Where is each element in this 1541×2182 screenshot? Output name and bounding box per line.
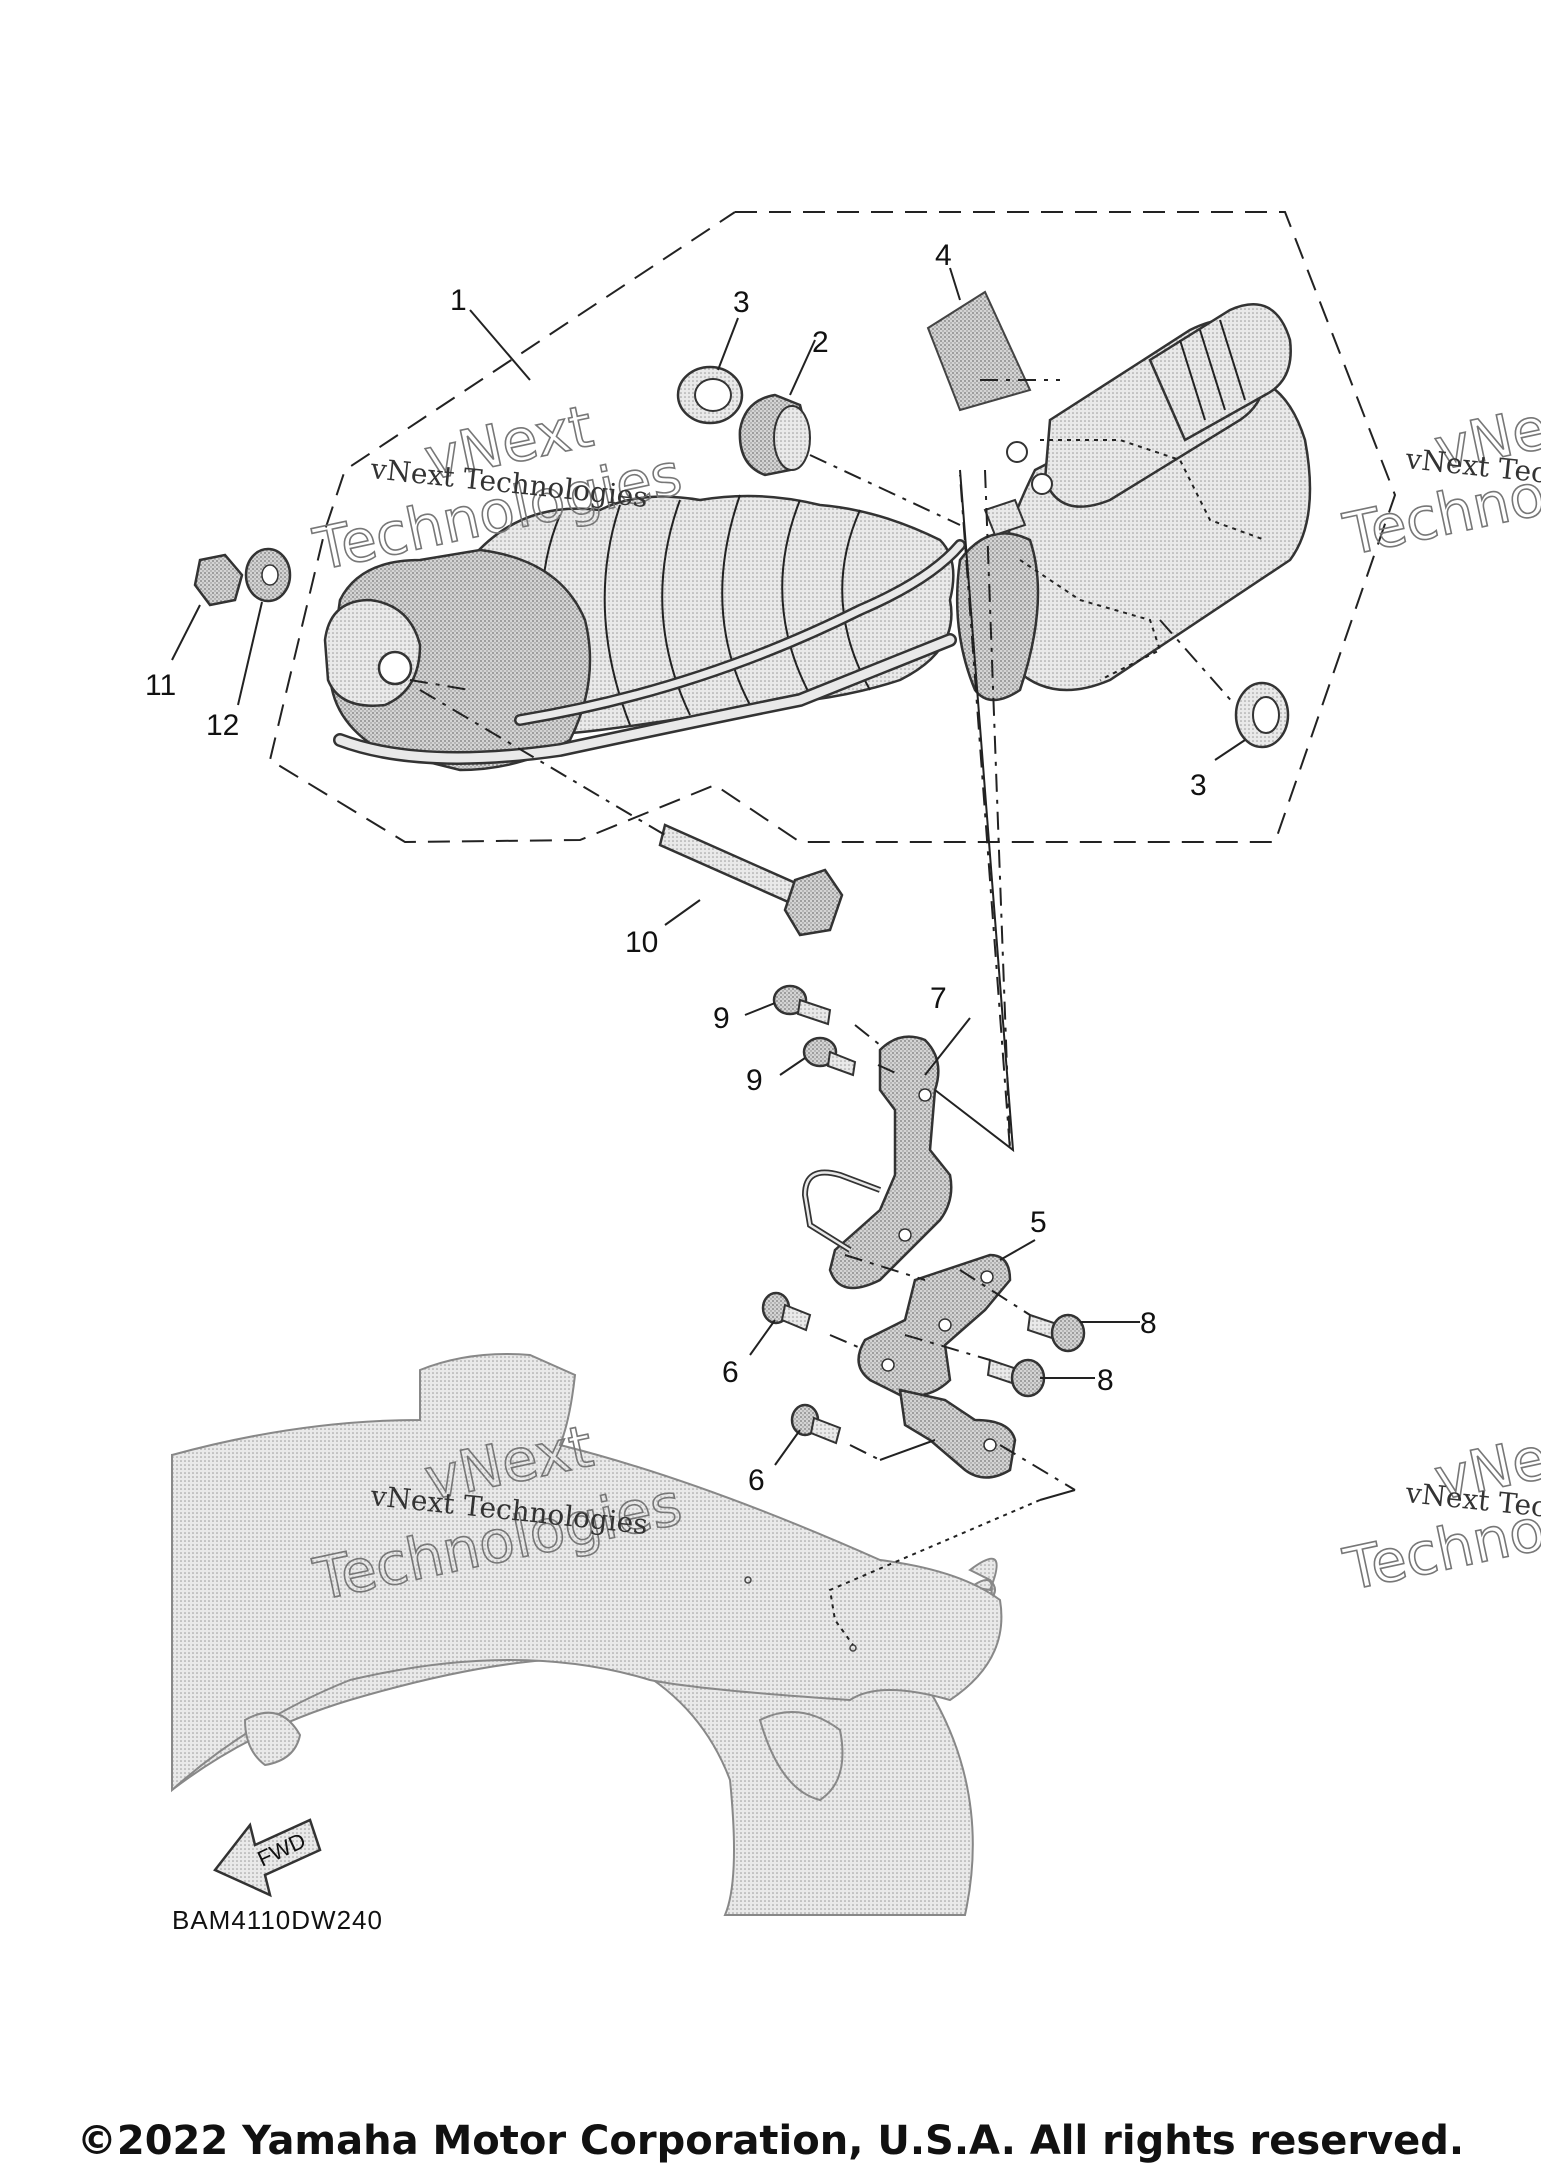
callout-part-1: 1	[450, 284, 467, 317]
callout-part-11: 11	[145, 669, 176, 702]
part-6-bolt-lower	[790, 1403, 842, 1445]
part-3-washer-right	[1234, 681, 1290, 749]
callout-leaders	[171, 267, 1246, 1466]
copyright-notice: ©2022 Yamaha Motor Corporation, U.S.A. A…	[76, 2118, 1465, 2164]
rear-shock-absorber	[323, 303, 1312, 772]
callout-part-3-right: 3	[1190, 769, 1207, 802]
callout-part-9-upper: 9	[713, 1002, 730, 1035]
diagram-code: BAM4110DW240	[172, 1905, 383, 1935]
callout-part-6-lower: 6	[748, 1464, 765, 1497]
frame	[171, 1353, 1003, 1916]
part-8-bolt-upper	[1026, 1313, 1086, 1353]
callout-part-10: 10	[625, 926, 658, 959]
part-9-bolt-upper	[772, 984, 832, 1026]
part-7-bracket	[801, 1035, 953, 1290]
callout-part-8-upper: 8	[1140, 1307, 1157, 1340]
part-12-washer	[244, 547, 292, 603]
part-6-bolt-upper	[761, 1291, 812, 1332]
watermark-lower-left: vNext Technologies vNext Technologies	[307, 1411, 688, 1615]
callout-part-2: 2	[812, 326, 829, 359]
part-9-bolt-lower	[802, 1036, 857, 1077]
callout-part-5: 5	[1030, 1206, 1047, 1239]
part-5-bracket	[857, 1253, 1017, 1479]
part-8-bolt-lower	[986, 1358, 1046, 1398]
callout-part-6-upper: 6	[722, 1356, 739, 1389]
watermark-lower-right: vNext Technologies vNext Technologies	[1337, 1411, 1541, 1605]
part-2-bearing	[738, 393, 811, 477]
callout-part-7: 7	[930, 982, 947, 1015]
assembly-boundary	[268, 211, 1397, 844]
part-4-label	[926, 290, 1032, 412]
part-10-bolt	[658, 823, 844, 937]
callout-part-3-top: 3	[733, 286, 750, 319]
callout-part-8-lower: 8	[1097, 1364, 1114, 1397]
callout-part-9-lower: 9	[746, 1064, 763, 1097]
callout-part-12: 12	[206, 709, 239, 742]
callout-part-4: 4	[935, 239, 952, 272]
forward-arrow-icon: FWD	[213, 1818, 322, 1898]
assembly-lines	[409, 379, 1236, 1646]
part-3-washer-top	[676, 365, 744, 425]
part-11-nut	[193, 553, 244, 607]
watermark-upper-right: vNext Technologies vNext Technologies	[1337, 381, 1541, 570]
callout-numbers: 1 2 3 4 3 11 12 10 9 9 7 5 8 8 6 6	[145, 239, 1207, 1497]
